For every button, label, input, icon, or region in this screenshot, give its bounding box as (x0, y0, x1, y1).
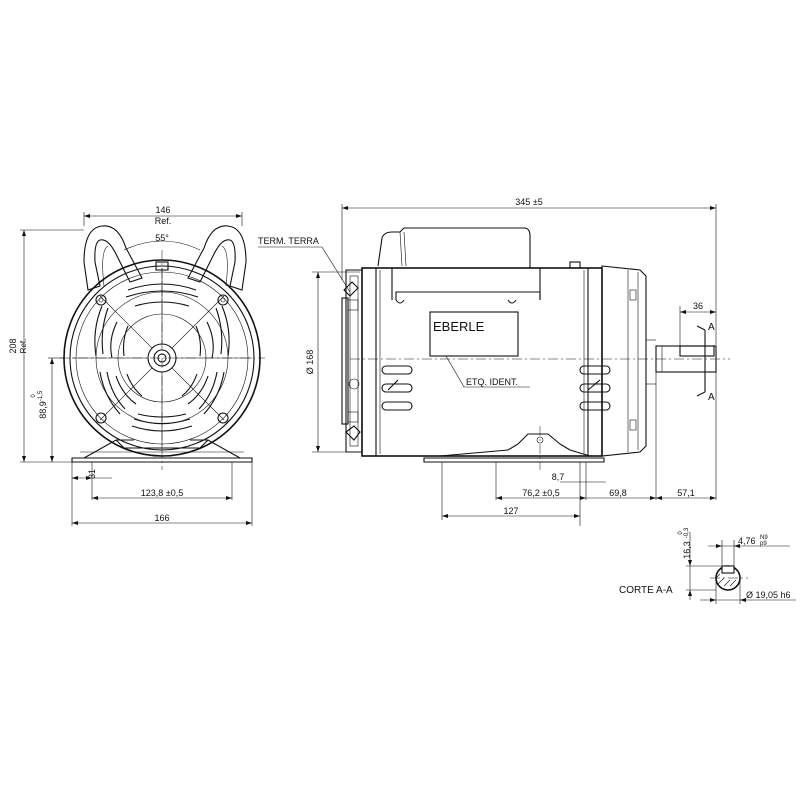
dim-31-label: 31 (87, 469, 97, 479)
dim-168-label: Ø 168 (305, 350, 315, 375)
dim-1905-label: Ø 19,05 h6 (746, 590, 791, 600)
dim-166-label: 166 (154, 513, 169, 523)
side-view: 345 ±5 TERM. TERRA Ø 168 (258, 197, 730, 526)
dim-889-tol-upper: 0 (31, 394, 37, 398)
side-base (423, 433, 605, 463)
section-mark-bottom: A (708, 392, 715, 403)
handle-right (187, 225, 247, 291)
section-a-a: CORTE A-A 16,3 0 -0,3 4,76 N9 p9 Ø 19,05… (619, 527, 796, 604)
bolt-hole-bl (95, 412, 107, 424)
bolt-hole-br (217, 412, 229, 424)
motor-frame (361, 267, 603, 457)
dim-146-label: 146 (155, 205, 170, 215)
dim-476-fit: N9 (760, 535, 768, 541)
dim-698-label: 69,8 (609, 488, 627, 498)
dim-571-label: 57,1 (677, 488, 695, 498)
bolt-hole-tr (217, 294, 229, 306)
dim-208-label: 208 (8, 338, 18, 353)
front-end-bell (601, 265, 647, 457)
dim-208-ref: Ref. (19, 339, 28, 354)
dim-163-tol-lower: -0,3 (684, 527, 690, 538)
dim-163-tol-upper: 0 (678, 531, 684, 535)
section-mark-top: A (708, 322, 715, 333)
etq-ident-label: ETQ. IDENT. (466, 377, 518, 387)
dim-476-fit2: p9 (760, 541, 767, 547)
dim-87-label: 8,7 (552, 472, 565, 482)
side-vents-left (381, 365, 413, 411)
nameplate-text: EBERLE (433, 319, 485, 334)
dim-476-label: 4,76 (738, 536, 756, 546)
section-title: CORTE A-A (619, 585, 673, 596)
angle-label: 55° (155, 233, 169, 243)
dim-889-label: 88,9 (38, 401, 48, 419)
front-view: 146 Ref. 55° 208 Ref. 88,9 0 -1,5 31 123… (8, 205, 265, 526)
capacitor-box (377, 227, 531, 268)
dim-345-label: 345 ±5 (515, 197, 542, 207)
dim-36-label: 36 (693, 301, 703, 311)
dim-889-tol-lower: -1,5 (38, 390, 44, 401)
handle-left (83, 225, 143, 291)
dim-163-label: 16,3 (682, 541, 692, 559)
side-vents-right (579, 365, 611, 411)
dim-127-label: 127 (503, 506, 518, 516)
dim-1238-label: 123,8 ±0,5 (141, 488, 183, 498)
bolt-hole-tl (95, 294, 107, 306)
nameplate (429, 311, 519, 357)
dim-146-ref: Ref. (155, 216, 172, 226)
dim-762-label: 76,2 ±0,5 (522, 488, 559, 498)
term-terra-label: TERM. TERRA (258, 236, 319, 246)
